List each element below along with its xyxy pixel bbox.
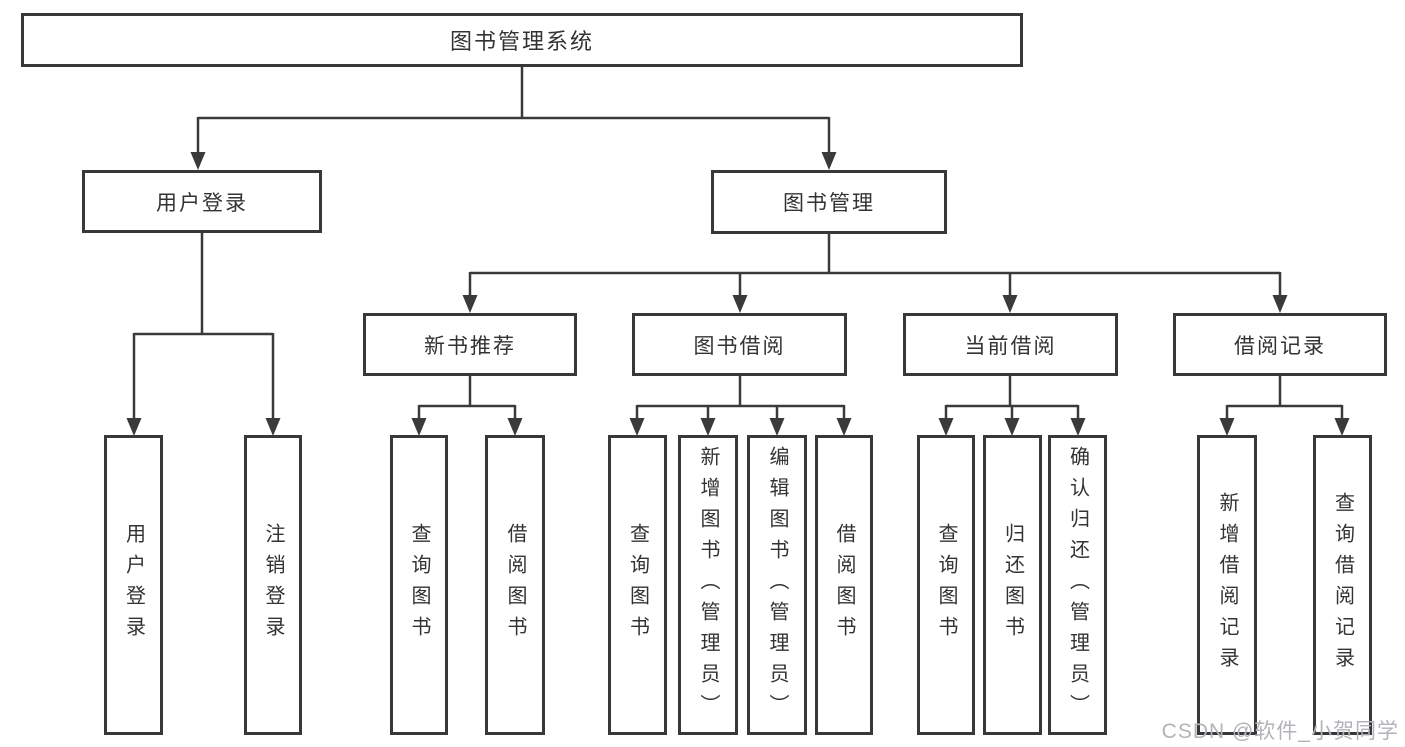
leaf-confirm-return-admin: 确认归还（管理员）: [1048, 435, 1107, 735]
node-root-label: 图书管理系统: [449, 29, 594, 54]
leaf-add-book-admin: 新增图书（管理员）: [678, 435, 738, 735]
leaf-add-book-admin-label: 新增图书（管理员）: [697, 445, 719, 725]
leaf-logout-label: 注销登录: [262, 523, 284, 647]
leaf-user-login: 用户登录: [104, 435, 163, 735]
leaf-add-borrow-record: 新增借阅记录: [1197, 435, 1257, 735]
node-borrowing-records: 借阅记录: [1173, 313, 1387, 376]
node-current-borrowing-label: 当前借阅: [964, 334, 1057, 358]
leaf-borrow-books-recommend: 借阅图书: [485, 435, 545, 735]
leaf-query-books-current-label: 查询图书: [935, 523, 957, 647]
node-user-login-label: 用户登录: [156, 191, 248, 215]
leaf-user-login-label: 用户登录: [122, 523, 145, 647]
node-borrowing-records-label: 借阅记录: [1234, 334, 1326, 358]
leaf-return-books: 归还图书: [983, 435, 1042, 735]
connector-book-borrowing-children: [629, 376, 852, 436]
node-new-book-recommendation-label: 新书推荐: [424, 334, 516, 358]
node-current-borrowing: 当前借阅: [903, 313, 1118, 376]
node-book-borrowing: 图书借阅: [632, 313, 847, 376]
leaf-query-borrow-record: 查询借阅记录: [1313, 435, 1372, 735]
leaf-borrow-books-recommend-label: 借阅图书: [504, 523, 526, 647]
node-root: 图书管理系统: [21, 13, 1023, 67]
leaf-query-books-recommend-label: 查询图书: [408, 523, 430, 647]
leaf-return-books-label: 归还图书: [1001, 523, 1024, 647]
node-book-management: 图书管理: [711, 170, 947, 234]
connector-new-book-recommendation-children: [411, 376, 523, 436]
leaf-query-books-borrowing-label: 查询图书: [626, 523, 649, 647]
leaf-query-books-current: 查询图书: [917, 435, 975, 735]
leaf-query-books-recommend: 查询图书: [390, 435, 448, 735]
csdn-watermark: CSDN @软件_小贺同学: [1161, 720, 1399, 743]
leaf-edit-book-admin-label: 编辑图书（管理员）: [766, 445, 788, 725]
node-book-borrowing-label: 图书借阅: [693, 334, 786, 358]
leaf-borrow-books-borrowing-label: 借阅图书: [833, 523, 855, 647]
connector-root-to-level2: [190, 67, 837, 170]
node-new-book-recommendation: 新书推荐: [363, 313, 577, 376]
leaf-borrow-books-borrowing: 借阅图书: [815, 435, 873, 735]
leaf-logout: 注销登录: [244, 435, 302, 735]
leaf-query-borrow-record-label: 查询借阅记录: [1331, 492, 1354, 678]
node-user-login: 用户登录: [82, 170, 322, 233]
leaf-edit-book-admin: 编辑图书（管理员）: [747, 435, 807, 735]
node-book-management-label: 图书管理: [783, 192, 875, 215]
connector-borrowing-records-children: [1219, 376, 1350, 436]
connector-user-login-children: [126, 233, 281, 436]
leaf-confirm-return-admin-label: 确认归还（管理员）: [1066, 445, 1089, 725]
leaf-query-books-borrowing: 查询图书: [608, 435, 667, 735]
leaf-add-borrow-record-label: 新增借阅记录: [1216, 492, 1238, 678]
connector-book-management-children: [462, 234, 1288, 313]
connector-current-borrowing-children: [938, 376, 1086, 436]
